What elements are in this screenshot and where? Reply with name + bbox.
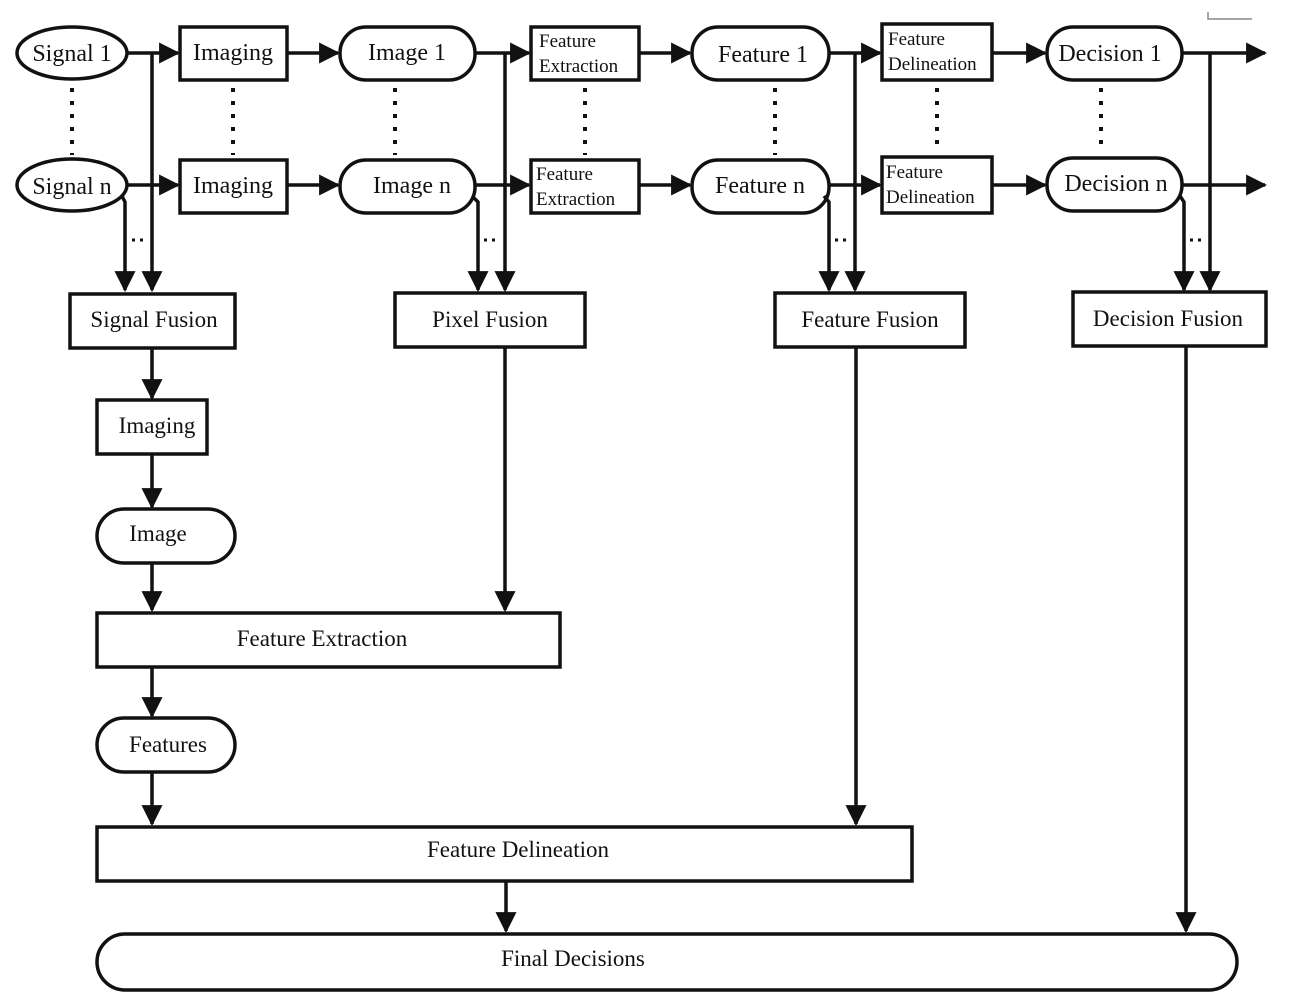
feature-delineation-n-label-line2: Delineation bbox=[886, 187, 975, 208]
corner-mark bbox=[1207, 12, 1252, 20]
image-1-label: Image 1 bbox=[368, 40, 446, 66]
fusion-drop-arrows bbox=[114, 53, 1221, 293]
feature-delineation-n-node: Feature Delineation bbox=[880, 155, 994, 215]
feature-n-label: Feature n bbox=[715, 173, 805, 199]
image-1-node: Image 1 bbox=[338, 25, 477, 82]
feature-delineation-1-label-line1: Feature bbox=[888, 29, 945, 50]
feature-fusion-label: Feature Fusion bbox=[801, 307, 939, 332]
decision-1-label: Decision 1 bbox=[1058, 41, 1161, 67]
feature-delineation-1-label-line2: Delineation bbox=[888, 54, 977, 75]
pixel-fusion-node: Pixel Fusion bbox=[393, 291, 587, 349]
final-decisions-label: Final Decisions bbox=[501, 946, 645, 971]
feature-1-label: Feature 1 bbox=[718, 42, 808, 68]
feature-extraction-1-label-line2: Extraction bbox=[539, 56, 619, 77]
decision-fusion-label: Decision Fusion bbox=[1093, 306, 1244, 331]
final-decisions-node: Final Decisions bbox=[95, 932, 1239, 992]
feature-1-node: Feature 1 bbox=[690, 25, 831, 82]
image-n-label: Image n bbox=[373, 173, 451, 199]
signal-fusion-node: Signal Fusion bbox=[68, 292, 237, 350]
feature-fusion-node: Feature Fusion bbox=[773, 291, 967, 349]
pipeline-imaging-label: Imaging bbox=[119, 413, 196, 438]
signal-1-label: Signal 1 bbox=[32, 41, 111, 67]
decision-n-label: Decision n bbox=[1064, 171, 1167, 197]
signal-n-node: Signal n bbox=[15, 157, 129, 213]
feature-delineation-n-label-line1: Feature bbox=[886, 162, 943, 183]
signal-1-node: Signal 1 bbox=[15, 25, 129, 81]
pipeline-image-label: Image bbox=[129, 521, 186, 546]
imaging-1-label: Imaging bbox=[193, 40, 273, 66]
pipeline-feature-extraction-label: Feature Extraction bbox=[237, 626, 408, 651]
decision-fusion-node: Decision Fusion bbox=[1071, 290, 1268, 348]
decision-1-node: Decision 1 bbox=[1045, 25, 1184, 82]
feature-delineation-1-node: Feature Delineation bbox=[880, 22, 994, 82]
pixel-fusion-label: Pixel Fusion bbox=[432, 307, 548, 332]
signal-n-label: Signal n bbox=[32, 174, 111, 200]
imaging-n-node: Imaging bbox=[178, 158, 289, 215]
pipeline-imaging-node: Imaging bbox=[95, 398, 209, 456]
pipeline-feature-delineation-label: Feature Delineation bbox=[427, 837, 610, 862]
feature-extraction-1-label-line1: Feature bbox=[539, 31, 596, 52]
pipeline-features-label: Features bbox=[129, 732, 207, 757]
imaging-n-label: Imaging bbox=[193, 173, 273, 199]
imaging-1-node: Imaging bbox=[178, 25, 289, 82]
feature-extraction-1-node: Feature Extraction bbox=[529, 25, 641, 82]
signal-fusion-label: Signal Fusion bbox=[90, 307, 218, 332]
pipeline-feature-extraction-node: Feature Extraction bbox=[95, 611, 562, 669]
decision-n-node: Decision n bbox=[1045, 156, 1184, 213]
feature-n-node: Feature n bbox=[690, 158, 831, 215]
feature-extraction-n-label-line2: Extraction bbox=[536, 189, 616, 210]
pipeline-image-node: Image bbox=[95, 507, 237, 565]
image-n-node: Image n bbox=[338, 158, 477, 215]
pipeline-features-node: Features bbox=[95, 716, 237, 774]
pipeline-feature-delineation-node: Feature Delineation bbox=[95, 825, 914, 883]
feature-extraction-n-label-line1: Feature bbox=[536, 164, 593, 185]
row-separator-dots bbox=[70, 88, 1103, 155]
feature-extraction-n-node: Feature Extraction bbox=[529, 158, 641, 215]
